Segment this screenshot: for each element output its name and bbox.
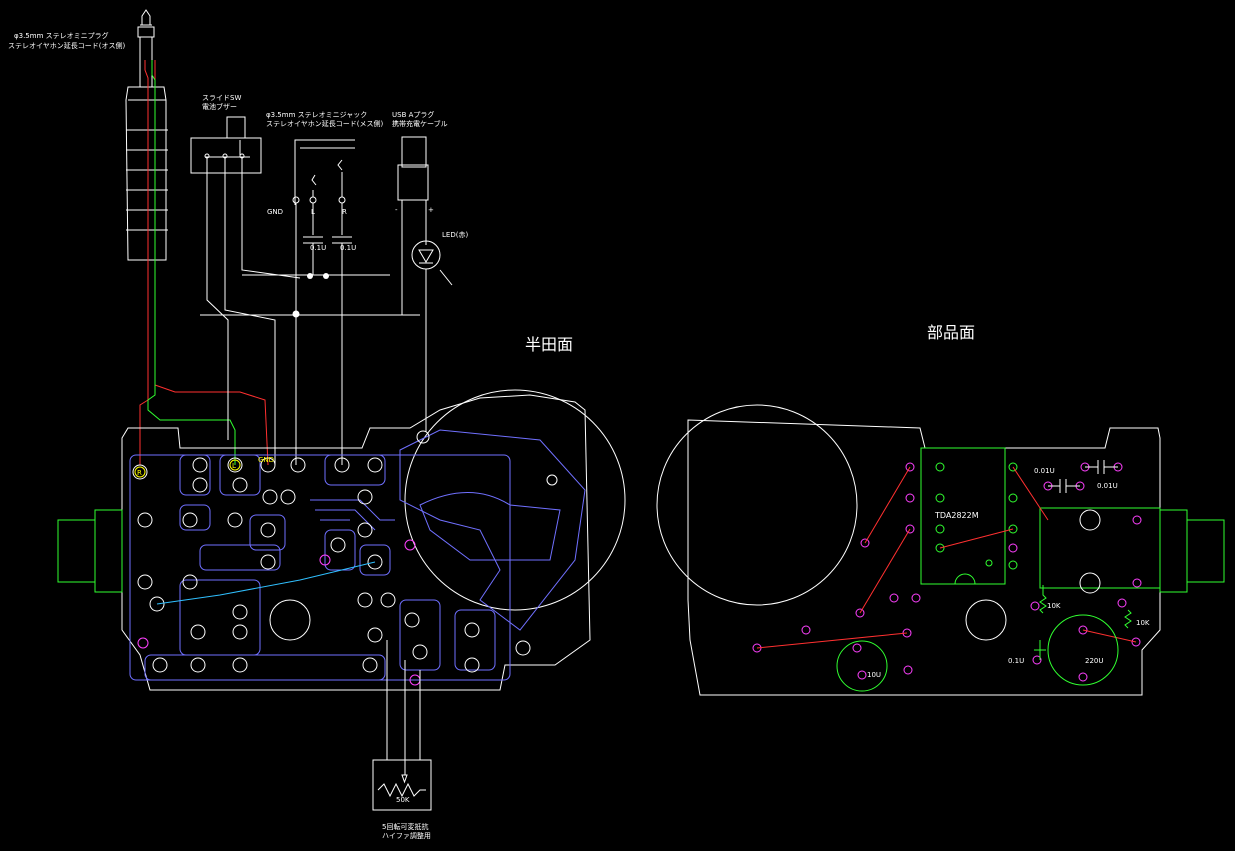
ic-label: TDA2822M — [934, 511, 979, 520]
ic-outline — [920, 447, 1006, 585]
label-10k-a: 10K — [1047, 602, 1061, 610]
switch-title-2: 電池ブザー — [202, 102, 237, 111]
label-10u: 10U — [867, 671, 881, 679]
pad-gnd-label: GND — [258, 456, 274, 464]
pad-l-label: L — [232, 462, 236, 470]
solder-side-board — [57, 389, 626, 691]
usb-title-2: 携帯充電ケーブル — [392, 119, 448, 128]
usb-minus: - — [395, 206, 398, 214]
label-c001b: 0.01U — [1097, 482, 1118, 490]
junction-2 — [323, 273, 329, 279]
jack-title-2: ステレオイヤホン延長コード(メス側) — [266, 119, 384, 128]
parts-capacitors — [1034, 460, 1118, 660]
cap-220u — [1047, 614, 1119, 686]
label-r: R — [342, 208, 347, 216]
usb-plus: + — [428, 206, 434, 214]
resistor-10k-b — [1124, 609, 1132, 629]
pad-r-label: R — [137, 469, 142, 477]
cap-10u — [836, 640, 888, 692]
jack-outline-right — [1039, 507, 1161, 589]
solder-traces — [129, 429, 586, 681]
red-wires-right — [756, 466, 1137, 649]
label-cap2: 0.1U — [340, 244, 356, 252]
slide-switch — [190, 116, 301, 465]
label-gnd: GND — [267, 208, 283, 216]
pot-value: 50K — [396, 796, 410, 804]
wire-red-plug — [139, 60, 149, 465]
title-solder-side: 半田面 — [525, 335, 573, 354]
pad-l — [229, 459, 241, 471]
resistor-10k-a — [1039, 585, 1047, 614]
wire-cyan — [156, 561, 376, 605]
pad-r — [134, 466, 146, 478]
pot-title-2: ハイファ調整用 — [382, 831, 431, 840]
usb-title-1: USB Aプラグ — [392, 110, 434, 119]
junction-1 — [307, 273, 313, 279]
title-parts-side: 部品面 — [927, 323, 975, 342]
ic-notch — [954, 573, 976, 585]
plug-title-2: ステレオイヤホン延長コード(オス側) — [8, 41, 126, 50]
magenta-pads-right — [752, 462, 1142, 682]
ic-pins — [935, 462, 1101, 594]
label-c001a: 0.01U — [1034, 467, 1055, 475]
label-220u: 220U — [1085, 657, 1103, 665]
potentiometer — [372, 640, 432, 811]
wire-red-plug-2 — [154, 60, 269, 466]
stereo-mini-plug — [125, 9, 168, 261]
pot-title-1: 5回転可変抵抗 — [382, 822, 428, 831]
junction-3 — [292, 310, 300, 318]
jack-capacitors — [200, 203, 420, 465]
usb-plug — [397, 136, 453, 432]
label-01u: 0.1U — [1008, 657, 1024, 665]
plug-title-1: φ3.5mm ステレオミニプラグ — [14, 31, 109, 40]
stereo-jack — [292, 139, 355, 205]
wire-green-plug — [147, 60, 236, 465]
switch-title-1: スライドSW — [202, 94, 241, 102]
magenta-pads-left — [137, 539, 421, 686]
label-cap1: 0.1U — [310, 244, 326, 252]
label-10k-b: 10K — [1136, 619, 1150, 627]
solder-pads — [132, 430, 558, 673]
label-led: LED(赤) — [442, 231, 468, 239]
jack-title-1: φ3.5mm ステレオミニジャック — [266, 111, 367, 119]
